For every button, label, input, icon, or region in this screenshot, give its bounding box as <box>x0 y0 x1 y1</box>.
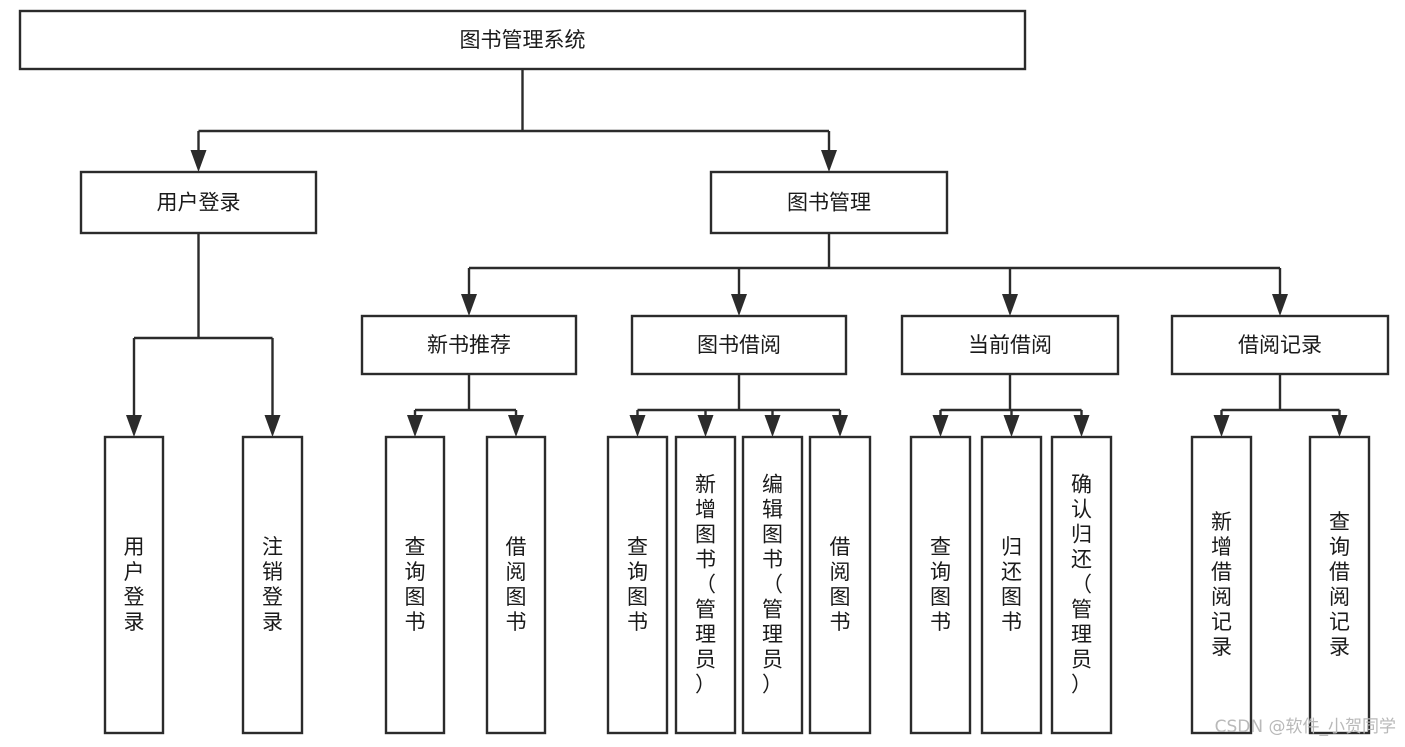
connector-arrowhead-current-borrow <box>1002 294 1018 316</box>
node-current-borrow[interactable]: 当前借阅 <box>900 314 1120 376</box>
connector-layer <box>126 69 1348 437</box>
node-leaf-confirm-return-admin[interactable]: 确认归还（管理员） <box>1050 435 1113 735</box>
node-box-leaf-add-book-admin[interactable] <box>674 435 737 735</box>
node-label-leaf-add-book-admin: 新增图书（管理员） <box>695 473 716 697</box>
connector-arrowhead-leaf-query-book-current <box>932 415 949 437</box>
node-leaf-borrow-book-recommend[interactable]: 借阅图书 <box>485 435 547 735</box>
connector-arrowhead-book-borrow <box>731 294 747 316</box>
node-box-leaf-query-book-current[interactable] <box>909 435 972 735</box>
node-box-borrow-record[interactable] <box>1170 314 1390 376</box>
node-label-user-login: 用户登录 <box>157 191 241 215</box>
node-label-book-management: 图书管理 <box>787 191 871 215</box>
node-label-root: 图书管理系统 <box>460 28 586 52</box>
node-box-user-login[interactable] <box>79 170 318 235</box>
node-label-leaf-add-borrow-record: 新增借阅记录 <box>1211 510 1232 659</box>
connector-arrowhead-leaf-edit-book-admin <box>764 415 781 437</box>
node-box-new-book-recommend[interactable] <box>360 314 578 376</box>
node-box-leaf-query-borrow-record[interactable] <box>1308 435 1371 735</box>
node-leaf-add-borrow-record[interactable]: 新增借阅记录 <box>1190 435 1253 735</box>
node-box-leaf-confirm-return-admin[interactable] <box>1050 435 1113 735</box>
node-label-leaf-query-book-borrow: 查询图书 <box>627 535 648 634</box>
connector-arrowhead-borrow-record <box>1272 294 1288 316</box>
connector-arrowhead-user-login <box>190 150 207 172</box>
node-label-borrow-record: 借阅记录 <box>1238 333 1322 357</box>
node-label-leaf-user-login: 用户登录 <box>124 535 145 634</box>
node-label-leaf-query-book-recommend: 查询图书 <box>405 535 426 634</box>
node-user-login[interactable]: 用户登录 <box>79 170 318 235</box>
node-box-current-borrow[interactable] <box>900 314 1120 376</box>
node-box-leaf-logout-login[interactable] <box>241 435 304 735</box>
connector-arrowhead-book-management <box>821 150 837 172</box>
node-leaf-query-borrow-record[interactable]: 查询借阅记录 <box>1308 435 1371 735</box>
node-layer: 图书管理系统用户登录图书管理新书推荐图书借阅当前借阅借阅记录用户登录注销登录查询… <box>18 9 1390 735</box>
node-label-leaf-query-borrow-record: 查询借阅记录 <box>1329 510 1350 659</box>
node-box-leaf-edit-book-admin[interactable] <box>741 435 804 735</box>
node-label-leaf-confirm-return-admin: 确认归还（管理员） <box>1071 473 1092 697</box>
node-label-book-borrow: 图书借阅 <box>697 333 781 357</box>
node-box-leaf-borrow-book[interactable] <box>808 435 872 735</box>
connector-arrowhead-new-book-recommend <box>461 294 477 316</box>
node-label-leaf-return-book: 归还图书 <box>1001 535 1022 634</box>
node-label-leaf-borrow-book: 借阅图书 <box>830 535 851 634</box>
node-borrow-record[interactable]: 借阅记录 <box>1170 314 1390 376</box>
connector-arrowhead-leaf-borrow-book-recommend <box>508 415 524 437</box>
connector-arrowhead-leaf-confirm-return-admin <box>1073 415 1090 437</box>
csdn-watermark: CSDN @软件_小贺同学 <box>1215 717 1396 737</box>
connector-arrowhead-leaf-return-book <box>1003 415 1020 437</box>
node-label-current-borrow: 当前借阅 <box>968 333 1052 357</box>
connector-arrowhead-leaf-user-login <box>126 415 142 437</box>
connector-arrowhead-leaf-borrow-book <box>832 415 848 437</box>
node-label-new-book-recommend: 新书推荐 <box>427 333 511 357</box>
node-leaf-return-book[interactable]: 归还图书 <box>980 435 1043 735</box>
node-label-leaf-borrow-book-recommend: 借阅图书 <box>506 535 527 634</box>
node-label-leaf-logout-login: 注销登录 <box>262 535 283 634</box>
node-leaf-borrow-book[interactable]: 借阅图书 <box>808 435 872 735</box>
connector-arrowhead-leaf-query-book-borrow <box>629 415 646 437</box>
node-new-book-recommend[interactable]: 新书推荐 <box>360 314 578 376</box>
node-leaf-query-book-current[interactable]: 查询图书 <box>909 435 972 735</box>
node-leaf-edit-book-admin[interactable]: 编辑图书（管理员） <box>741 435 804 735</box>
node-book-management[interactable]: 图书管理 <box>709 170 949 235</box>
node-box-book-borrow[interactable] <box>630 314 848 376</box>
node-leaf-query-book-borrow[interactable]: 查询图书 <box>606 435 669 735</box>
node-leaf-logout-login[interactable]: 注销登录 <box>241 435 304 735</box>
node-label-leaf-edit-book-admin: 编辑图书（管理员） <box>762 473 783 697</box>
connector-arrowhead-leaf-query-book-recommend <box>407 415 423 437</box>
node-label-leaf-query-book-current: 查询图书 <box>930 535 951 634</box>
node-book-borrow[interactable]: 图书借阅 <box>630 314 848 376</box>
connector-arrowhead-leaf-add-book-admin <box>697 415 714 437</box>
node-box-leaf-query-book-recommend[interactable] <box>384 435 446 735</box>
connector-arrowhead-leaf-query-borrow-record <box>1331 415 1348 437</box>
node-box-leaf-add-borrow-record[interactable] <box>1190 435 1253 735</box>
node-leaf-query-book-recommend[interactable]: 查询图书 <box>384 435 446 735</box>
node-root[interactable]: 图书管理系统 <box>18 9 1027 71</box>
node-box-leaf-borrow-book-recommend[interactable] <box>485 435 547 735</box>
node-box-leaf-query-book-borrow[interactable] <box>606 435 669 735</box>
node-box-leaf-return-book[interactable] <box>980 435 1043 735</box>
node-box-book-management[interactable] <box>709 170 949 235</box>
node-leaf-add-book-admin[interactable]: 新增图书（管理员） <box>674 435 737 735</box>
connector-arrowhead-leaf-logout-login <box>264 415 281 437</box>
connector-arrowhead-leaf-add-borrow-record <box>1213 415 1230 437</box>
node-box-root[interactable] <box>18 9 1027 71</box>
node-box-leaf-user-login[interactable] <box>103 435 165 735</box>
node-leaf-user-login[interactable]: 用户登录 <box>103 435 165 735</box>
